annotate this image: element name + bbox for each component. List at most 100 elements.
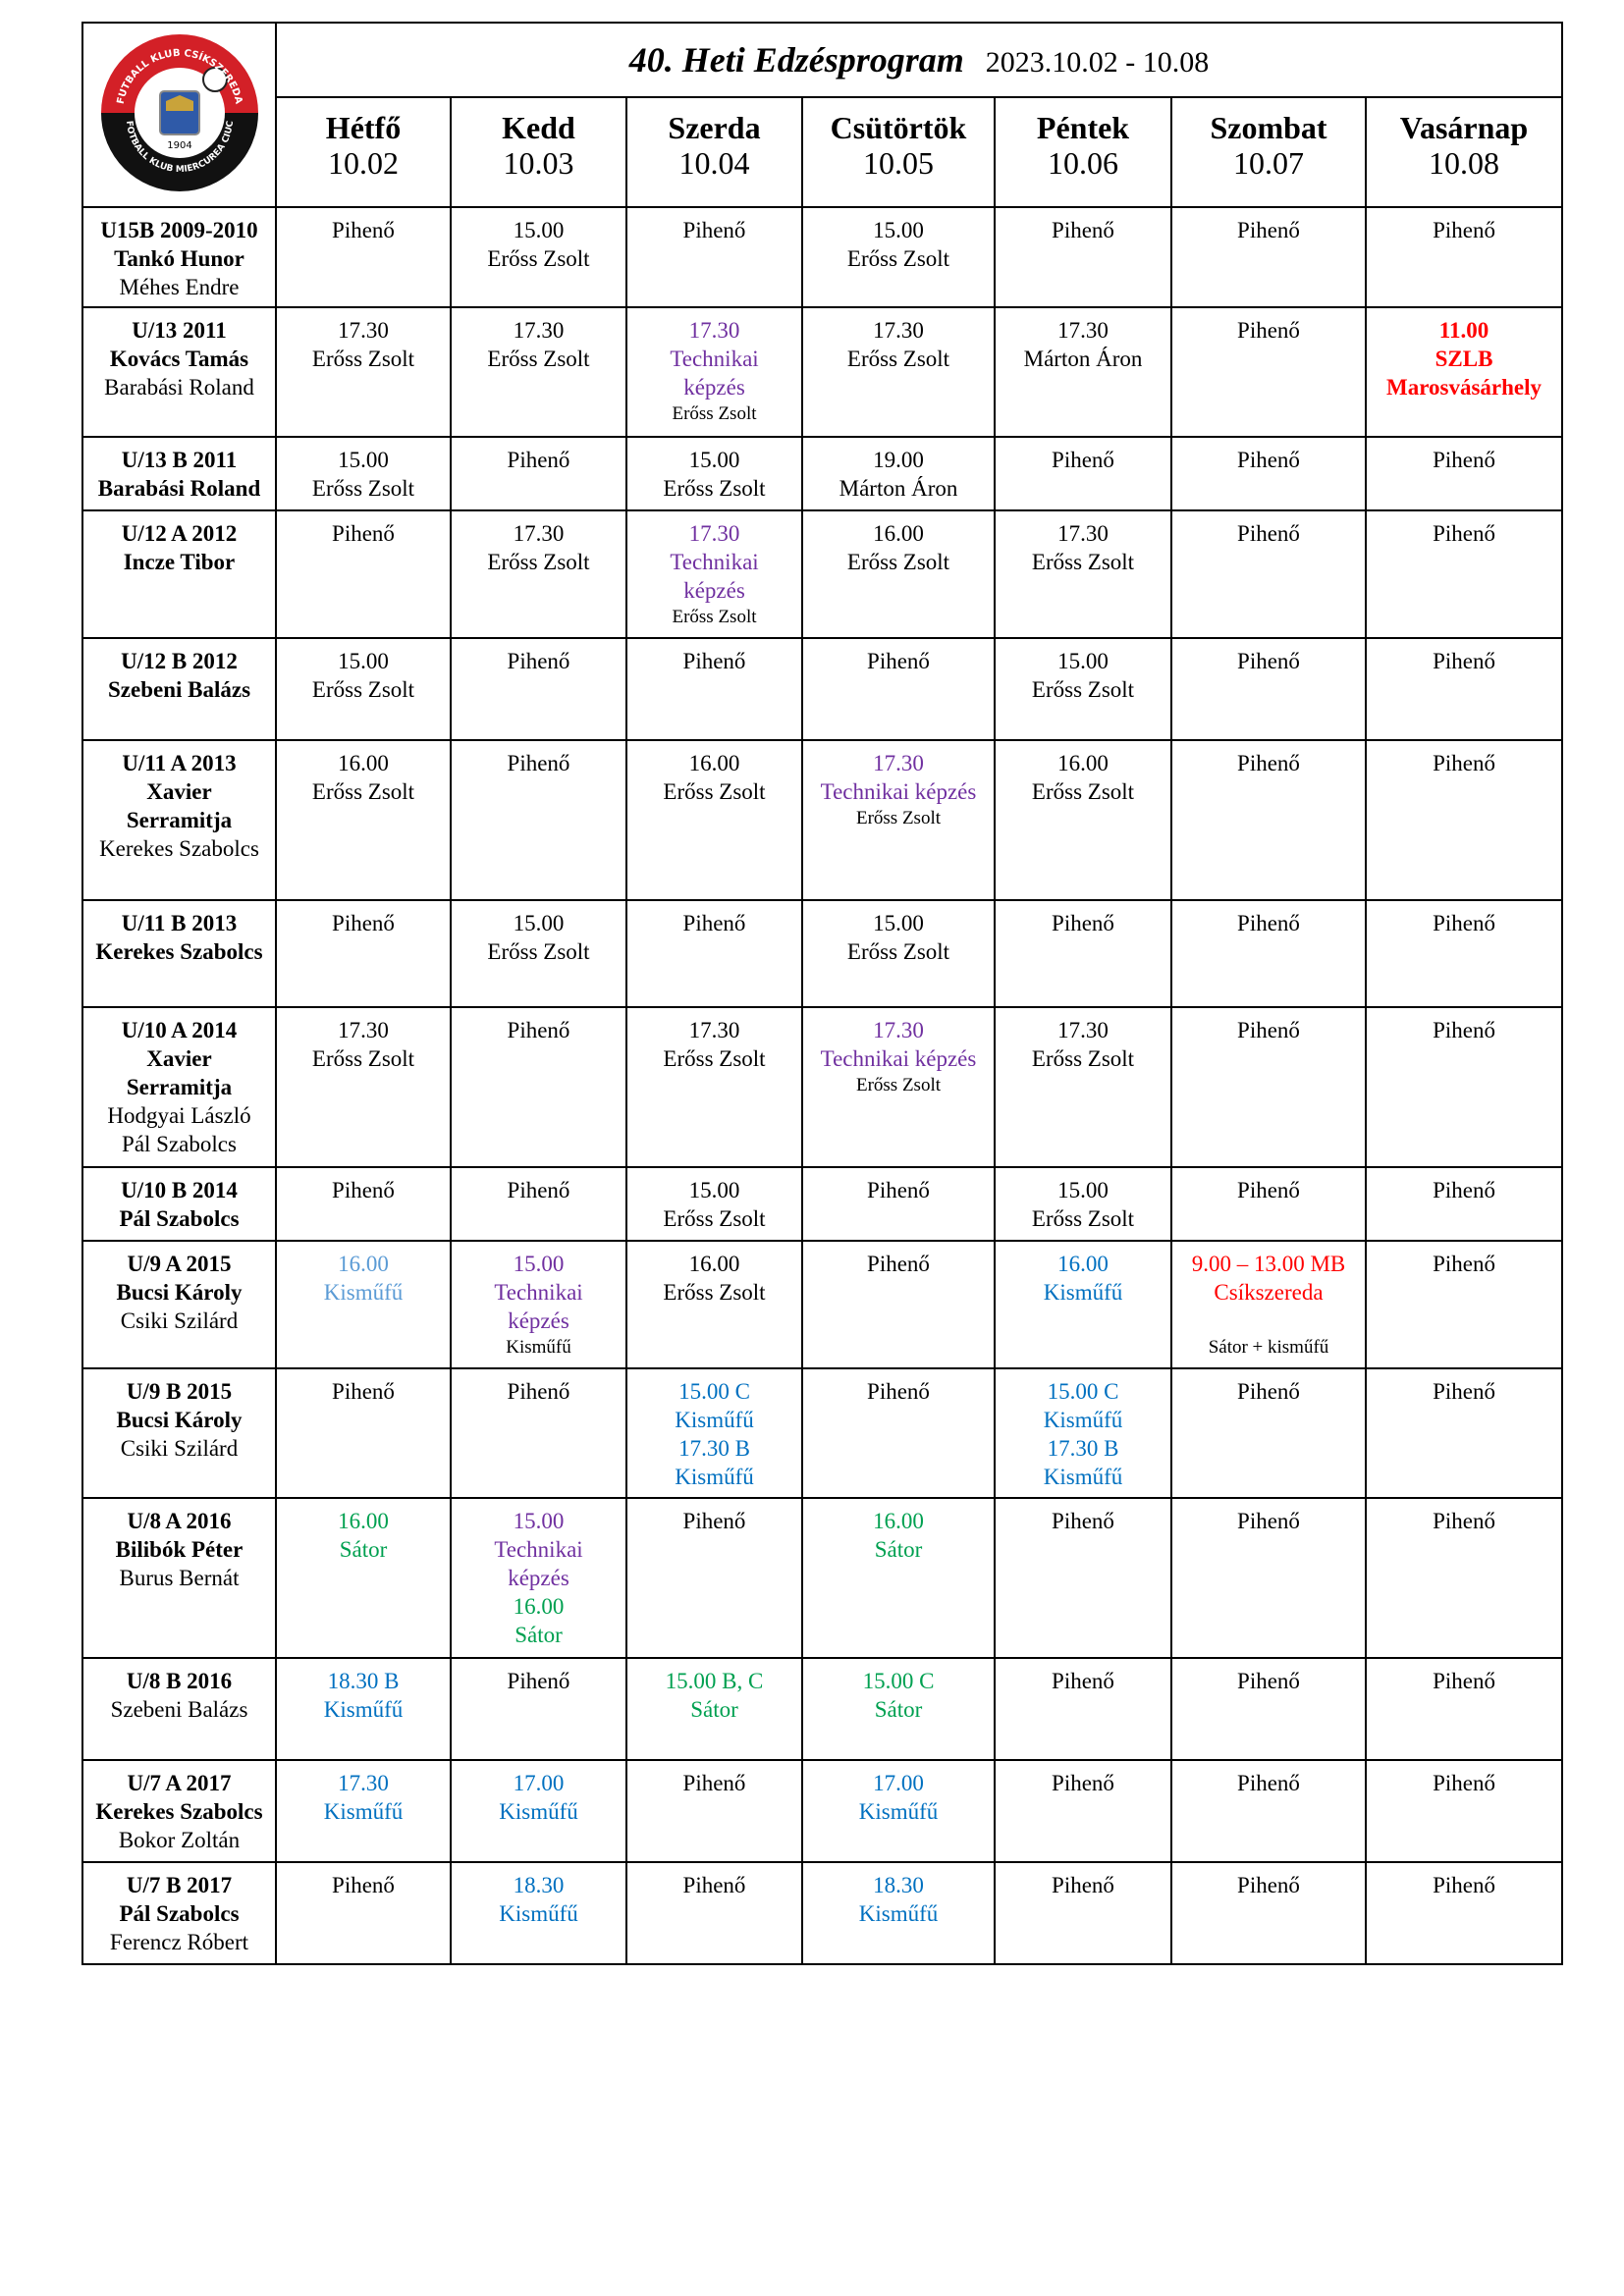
session-line: Pihenő xyxy=(507,1178,570,1202)
session-line: Kisműfű xyxy=(499,1799,578,1824)
session-line: Pihenő xyxy=(1052,218,1114,242)
session-line: Pihenő xyxy=(682,1509,746,1533)
coach-name: Serramitja xyxy=(126,808,233,832)
session-line: Pihenő xyxy=(1433,521,1495,546)
team-name: U/10 B 2014 xyxy=(121,1178,238,1202)
session-line: Pihenő xyxy=(507,1669,570,1693)
session-line: Erőss Zsolt xyxy=(311,347,415,371)
team-name: U/7 A 2017 xyxy=(127,1771,232,1795)
session-line: Pihenő xyxy=(507,448,570,472)
session-line: Erőss Zsolt xyxy=(311,779,415,804)
session-line: Erőss Zsolt xyxy=(846,347,950,371)
session-line: 15.00 xyxy=(1057,649,1109,673)
session-line: Erőss Zsolt xyxy=(311,1046,415,1071)
schedule-cell: Pihenő xyxy=(1170,1861,1367,1965)
schedule-cell: Pihenő xyxy=(1364,637,1564,741)
coach-name: Pál Szabolcs xyxy=(119,1206,240,1231)
schedule-cell: Pihenő xyxy=(1170,899,1367,1008)
schedule-cell: Pihenő xyxy=(275,509,452,639)
coach-name: Xavier xyxy=(146,779,212,804)
session-line: Kisműfű xyxy=(675,1408,754,1432)
session-line: 15.00 xyxy=(513,1252,565,1276)
coach-name: Kerekes Szabolcs xyxy=(95,1799,263,1824)
schedule-cell: Pihenő xyxy=(1364,1240,1564,1369)
session-line: Pihenő xyxy=(867,649,930,673)
coach-name: Csiki Szilárd xyxy=(120,1308,239,1333)
session-line: 17.30 xyxy=(688,1018,740,1042)
session-line: képzés xyxy=(508,1566,569,1590)
coach-name: Incze Tibor xyxy=(123,550,236,574)
schedule-cell: Pihenő xyxy=(801,637,996,741)
session-line: Márton Áron xyxy=(839,476,958,501)
team-name: U/7 B 2017 xyxy=(126,1873,233,1897)
session-line: Erőss Zsolt xyxy=(663,476,766,501)
schedule-cell: Pihenő xyxy=(1364,899,1564,1008)
session-line: 18.30 B xyxy=(327,1669,400,1693)
session-line: Erőss Zsolt xyxy=(846,550,950,574)
session-line: 16.00 xyxy=(873,1509,924,1533)
session-line: Pihenő xyxy=(1433,1771,1495,1795)
session-line: 17.30 xyxy=(1057,521,1109,546)
schedule-cell: Pihenő xyxy=(1170,1759,1367,1863)
session-line: Kisműfű xyxy=(858,1799,939,1824)
coach-name: Kerekes Szabolcs xyxy=(99,836,259,861)
session-line: Technikai xyxy=(494,1280,583,1305)
session-line: 16.00 xyxy=(513,1594,565,1619)
session-line: Sátor xyxy=(339,1537,388,1562)
session-line: 16.00 xyxy=(688,751,740,775)
schedule-cell: Pihenő xyxy=(275,1166,452,1242)
session-line: Pihenő xyxy=(332,218,395,242)
session-line: Technikai képzés xyxy=(820,779,977,804)
session-line: Pihenő xyxy=(1433,1252,1495,1276)
session-line: Pihenő xyxy=(1237,1018,1300,1042)
session-line: Pihenő xyxy=(507,1018,570,1042)
team-name: U/11 B 2013 xyxy=(121,911,238,935)
session-line: Kisműfű xyxy=(675,1465,754,1489)
coach-name: Bucsi Károly xyxy=(116,1408,243,1432)
session-line: Sátor xyxy=(514,1623,563,1647)
session-line: 16.00 xyxy=(688,1252,740,1276)
session-line: Márton Áron xyxy=(1023,347,1143,371)
coach-name: Bucsi Károly xyxy=(116,1280,243,1305)
session-line: képzés xyxy=(683,375,745,400)
schedule-cell: Pihenő xyxy=(994,206,1172,308)
schedule-cell: Pihenő xyxy=(1170,1006,1367,1168)
day-date: 10.05 xyxy=(863,145,934,181)
coach-name: Ferencz Róbert xyxy=(109,1930,249,1954)
schedule-cell: Pihenő xyxy=(994,1861,1172,1965)
session-line: 17.30 xyxy=(338,318,389,343)
session-line: Pihenő xyxy=(1237,649,1300,673)
session-line: Erőss Zsolt xyxy=(672,607,757,627)
session-line: 17.30 xyxy=(513,318,565,343)
session-line: 15.00 B, C xyxy=(665,1669,764,1693)
coach-name: Csiki Szilárd xyxy=(120,1436,239,1461)
session-line: Pihenő xyxy=(1433,1379,1495,1404)
date-range: 2023.10.02 - 10.08 xyxy=(985,46,1210,79)
session-line: 15.00 xyxy=(513,1509,565,1533)
schedule-cell: Pihenő xyxy=(1364,1367,1564,1499)
session-line: Erőss Zsolt xyxy=(487,550,590,574)
session-line: Pihenő xyxy=(1237,1771,1300,1795)
session-line: Pihenő xyxy=(1237,1178,1300,1202)
